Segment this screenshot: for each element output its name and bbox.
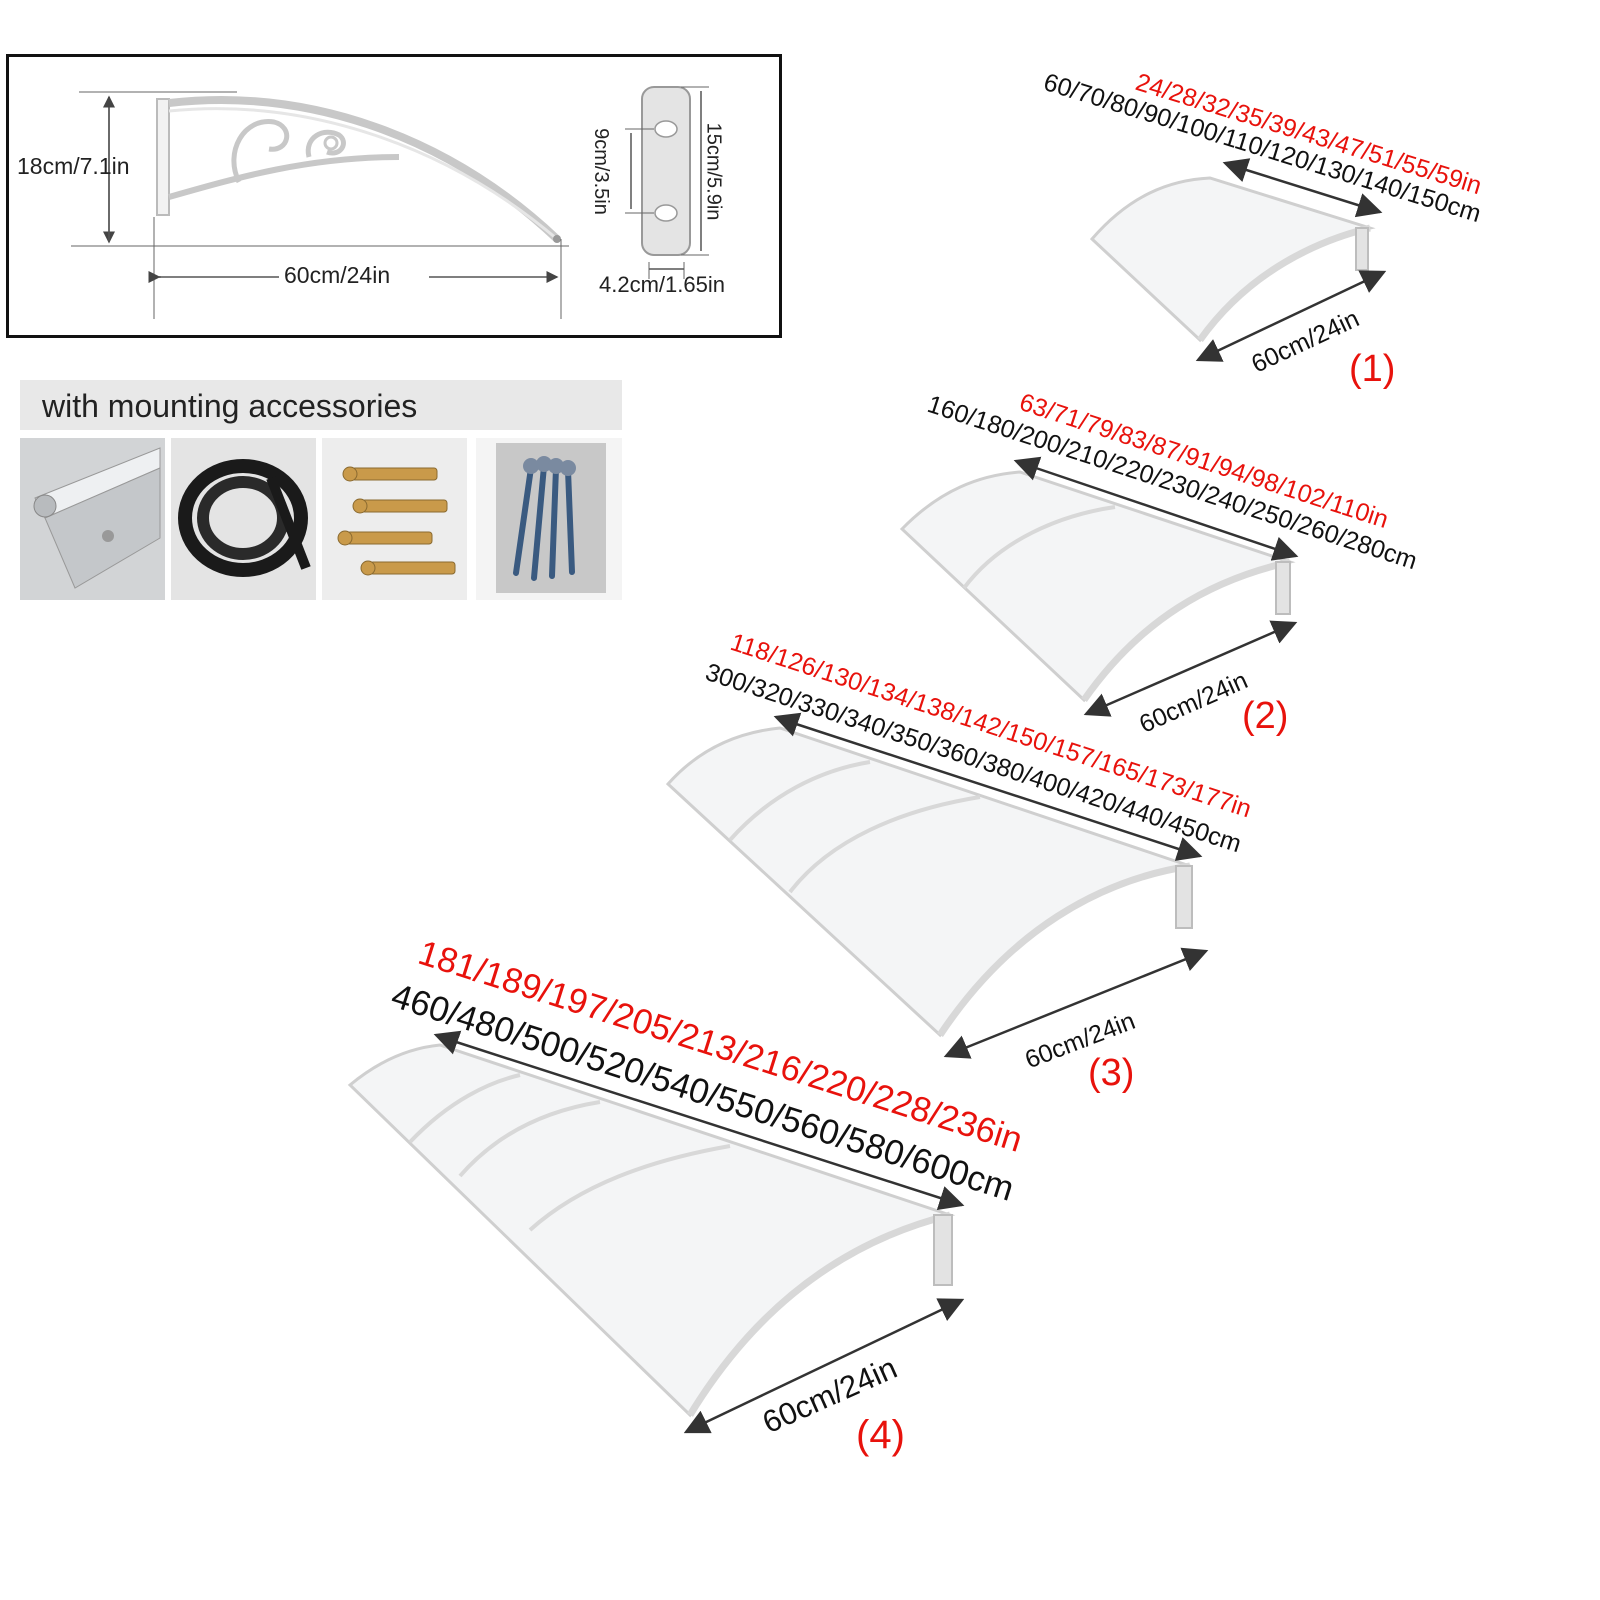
bracket-height-label: 18cm/7.1in: [17, 153, 130, 179]
plate-width-label: 4.2cm/1.65in: [599, 272, 725, 297]
expansion-bolts-image: [322, 438, 467, 600]
size-1-number: (1): [1349, 348, 1396, 390]
bracket-drawing: [71, 86, 709, 319]
accessories-title: with mounting accessories: [20, 380, 622, 430]
rubber-seal-image: [171, 438, 316, 600]
screws-image: [476, 438, 622, 600]
size-2-number: (2): [1242, 695, 1289, 737]
size-3-number: (3): [1088, 1052, 1135, 1094]
aluminum-rail-image: [20, 438, 165, 600]
bracket-dimension-diagram: 18cm/7.1in 60cm/24in 9cm/3.5in 15cm/5.9i…: [6, 54, 782, 338]
bracket-width-label: 60cm/24in: [284, 262, 391, 288]
size-4-number: (4): [856, 1413, 905, 1457]
